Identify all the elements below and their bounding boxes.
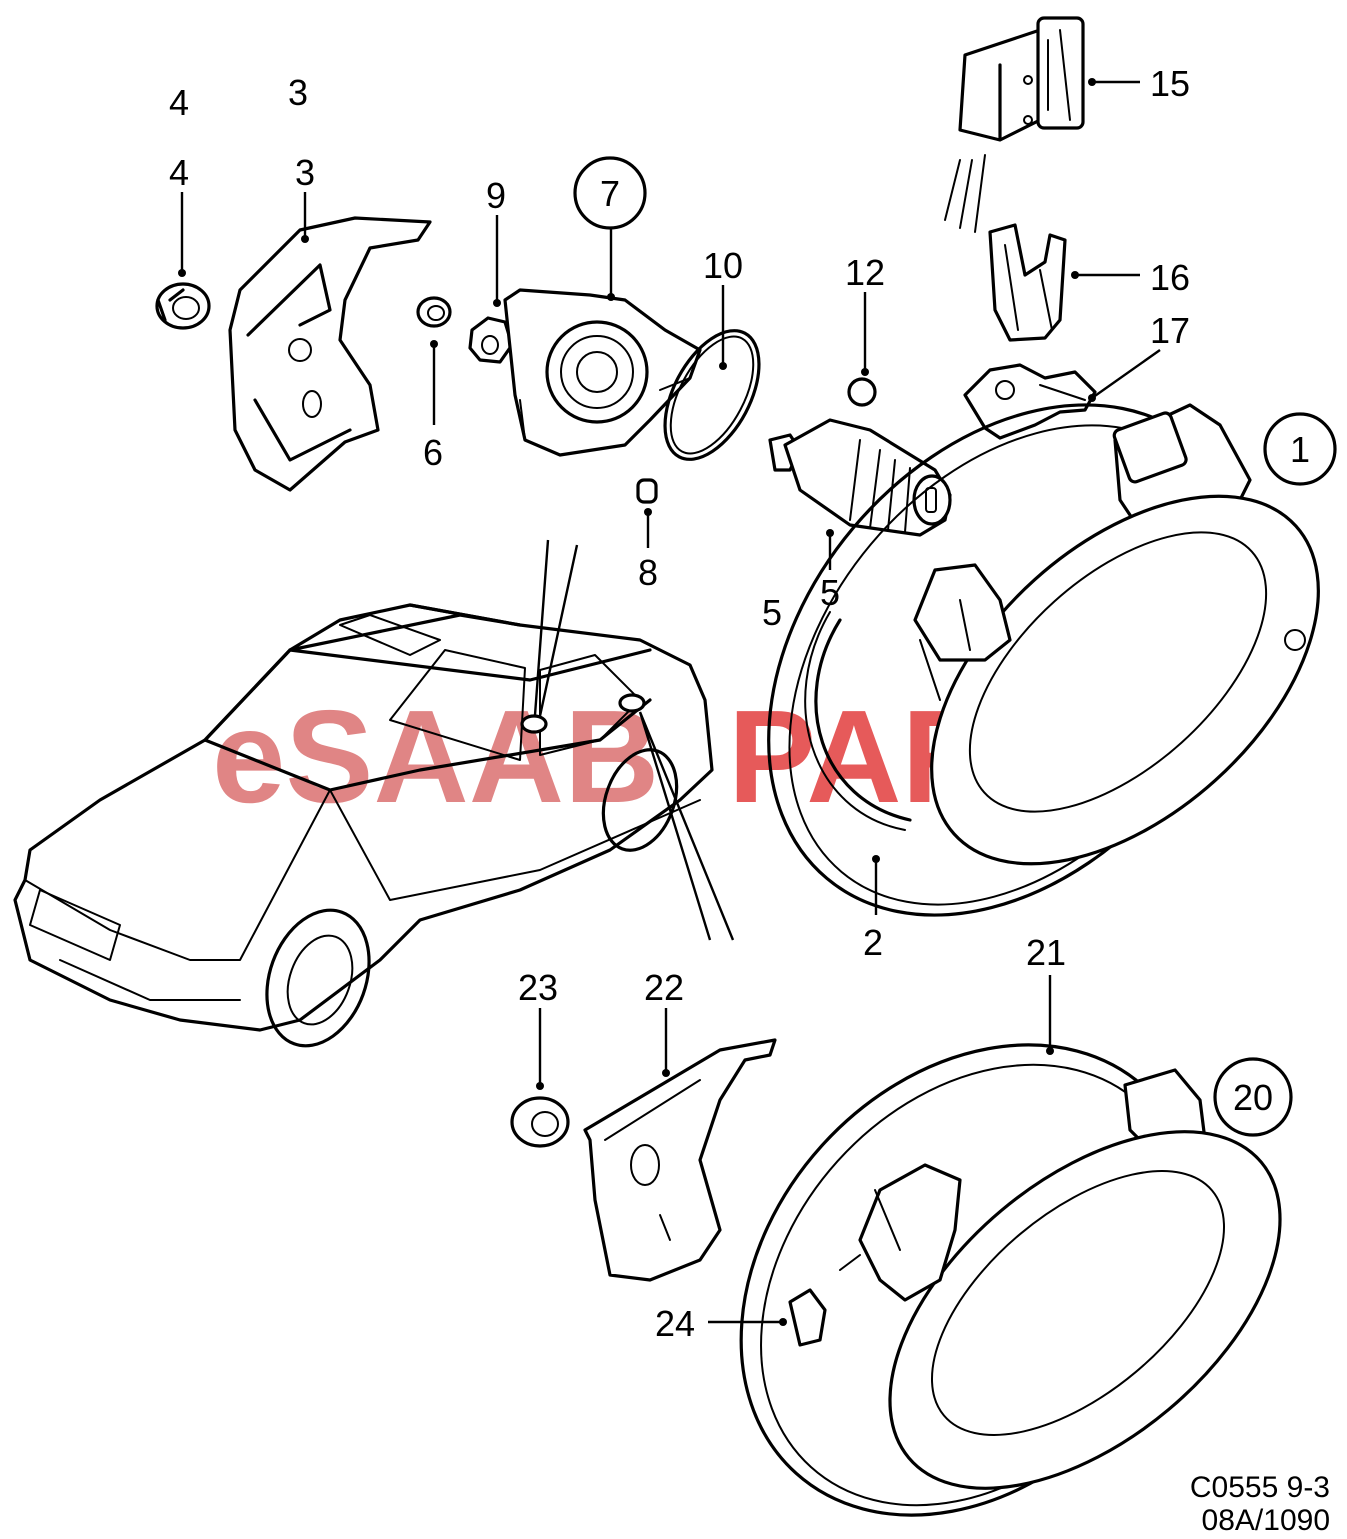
part-3-bracket [228, 216, 432, 492]
label-5-left: 5 [762, 592, 782, 633]
label-10: 10 [703, 245, 743, 286]
label-3: 3 [295, 152, 315, 193]
label-8: 8 [638, 552, 658, 593]
part-2-gasket [804, 611, 912, 831]
part-10-snap-ring [663, 329, 761, 461]
diagram-caption: C0555 9-3 08A/1090 [1190, 1471, 1330, 1537]
label-21: 21 [1026, 932, 1066, 973]
label-4: 4 [169, 152, 189, 193]
part-8-pin [636, 478, 658, 504]
part-1-handle-assembly [767, 403, 1320, 917]
label-5: 5 [820, 572, 840, 613]
label-22: 22 [644, 967, 684, 1008]
label-2: 2 [863, 922, 883, 963]
part-6-ring [416, 296, 452, 328]
label-16: 16 [1150, 257, 1190, 298]
part-20-handle-assembly [739, 1043, 1282, 1517]
leader-lines [178, 78, 1161, 1326]
label-6: 6 [423, 432, 443, 473]
part-12-nut [847, 377, 877, 407]
label-24: 24 [655, 1303, 695, 1344]
part-22-rear-bracket [583, 1038, 777, 1282]
label-12: 12 [845, 252, 885, 293]
part-16-clip [988, 223, 1067, 342]
reference-circles [573, 156, 1337, 1137]
caption-line-1: C0555 9-3 [1190, 1471, 1330, 1504]
car-callout-lines [533, 539, 735, 941]
part-23-grommet [510, 1096, 570, 1148]
circle-7 [573, 156, 647, 230]
label-20: 20 [1233, 1077, 1273, 1118]
part-9-bushing [468, 316, 514, 364]
label-4-top: 4 [169, 82, 189, 123]
label-3-top: 3 [288, 72, 308, 113]
circle-1 [1263, 412, 1337, 486]
car-outline [13, 603, 714, 1048]
part-4-grommet [155, 282, 211, 330]
watermark-esaab: eSAAB [212, 683, 659, 830]
label-23: 23 [518, 967, 558, 1008]
label-15: 15 [1150, 63, 1190, 104]
label-17: 17 [1150, 310, 1190, 351]
caption-line-2: 08A/1090 [1202, 1504, 1330, 1537]
label-7: 7 [600, 173, 620, 214]
label-1: 1 [1290, 429, 1310, 470]
circle-20 [1213, 1057, 1293, 1137]
part-labels: 4 3 4 3 9 7 10 12 15 16 17 1 6 8 5 5 2 2… [169, 63, 1310, 1344]
label-9: 9 [486, 175, 506, 216]
part-7-housing [503, 288, 702, 457]
part-15-switch [944, 16, 1085, 233]
